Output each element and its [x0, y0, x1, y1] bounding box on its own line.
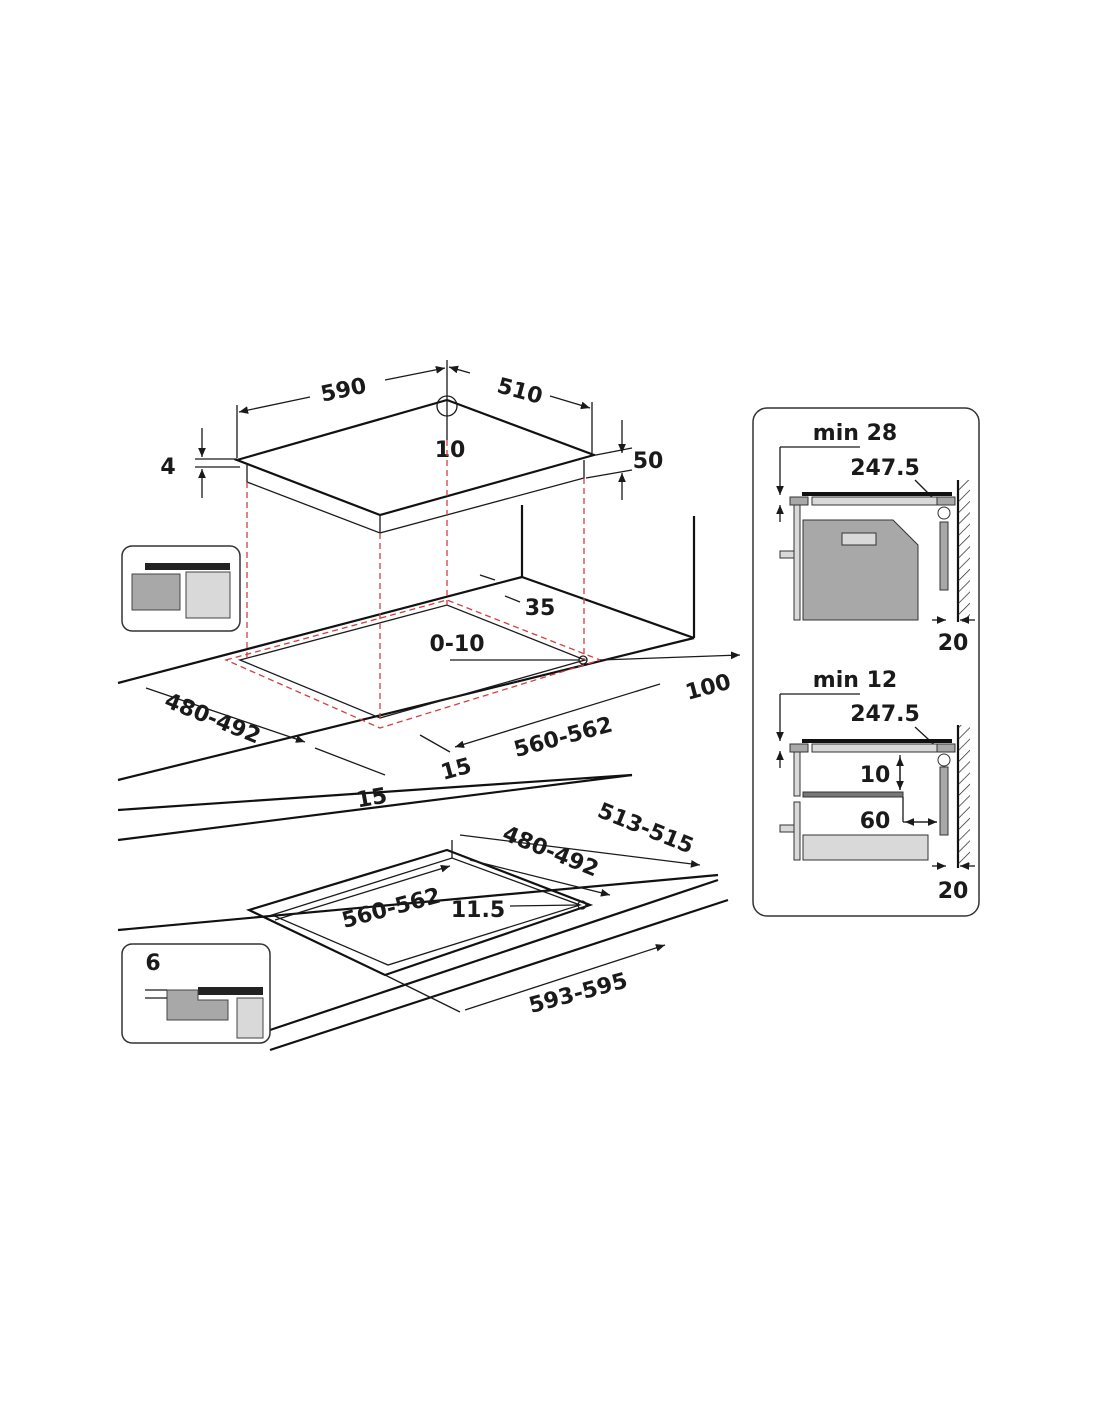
- drawer-wall-gap-label: 20: [938, 879, 969, 904]
- inner-width-label: 560-562: [339, 884, 443, 934]
- drawer-length-label: 247.5: [850, 702, 920, 727]
- side-distance-label: 100: [683, 670, 734, 706]
- flush-inner-cutout: [270, 857, 583, 966]
- drawer-min-label: min 12: [813, 668, 897, 693]
- corner-clearance-label: 10: [435, 438, 466, 463]
- flush-outer-cutout: [245, 848, 594, 977]
- outer-depth-label: 513-515: [594, 798, 697, 859]
- hob-height-label: 50: [633, 449, 664, 474]
- front-gap-a-label: 15: [438, 754, 474, 786]
- oven-wall-gap-label: 20: [938, 631, 969, 656]
- cutout-depth-label: 480-492: [161, 688, 264, 749]
- oven-length-label: 247.5: [850, 456, 920, 481]
- hob-dimensions: 590 510 10 4 50: [160, 360, 663, 500]
- side-section-panel: min 28 247.5 20 min 12: [752, 407, 980, 917]
- drawer-rear-gap-label: 60: [860, 809, 891, 834]
- drawer-section: min 12 247.5 10 60: [776, 668, 975, 904]
- back-distance-label: 35: [525, 596, 556, 621]
- inset-flush: 6: [121, 943, 271, 1044]
- glass-thickness-label: 4: [160, 455, 175, 480]
- drawer-shelf-gap-label: 10: [860, 763, 891, 788]
- corner-radius-label: 11.5: [451, 898, 505, 923]
- oven-min-label: min 28: [813, 421, 897, 446]
- hob-depth-label: 510: [494, 374, 545, 410]
- outer-width-label: 593-595: [526, 969, 630, 1019]
- inner-depth-label: 480-492: [499, 821, 602, 882]
- oven-section: min 28 247.5 20: [776, 421, 975, 656]
- corner-tolerance-label: 0-10: [429, 632, 484, 657]
- flush-recess-label: 6: [145, 951, 160, 976]
- inset-standard: [121, 545, 241, 632]
- hob-width-label: 590: [319, 374, 369, 408]
- corner-clearance-circle: [436, 395, 458, 417]
- hob: [233, 398, 598, 534]
- hob-top-face: [233, 398, 598, 517]
- cutout-outline: [237, 604, 588, 719]
- cutout-width-label: 560-562: [511, 713, 615, 763]
